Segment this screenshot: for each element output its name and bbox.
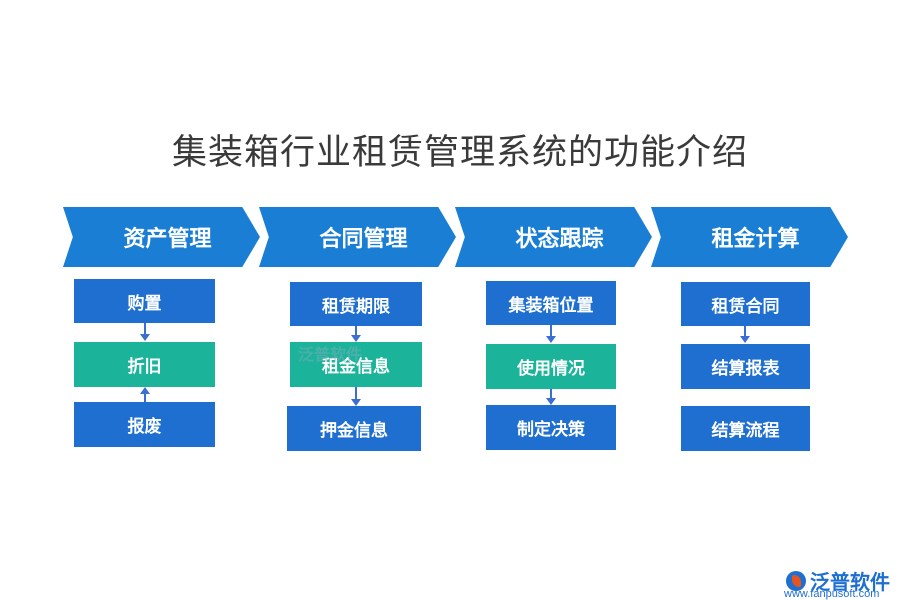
- header-asset-management: 资产管理: [63, 207, 260, 267]
- header-rent-calculation: 租金计算: [651, 207, 848, 267]
- header-label: 资产管理: [123, 227, 212, 252]
- item-purchase: 购置: [74, 279, 215, 323]
- watermark: 泛普软件: [298, 345, 363, 364]
- item-container-location: 集装箱位置: [486, 281, 616, 325]
- header-contract-management: 合同管理: [259, 207, 456, 267]
- item-settlement-report: 结算报表: [681, 344, 810, 389]
- item-lease-contract: 租赁合同: [681, 282, 810, 326]
- item-deposit-info: 押金信息: [287, 406, 421, 451]
- item-settlement-process: 结算流程: [681, 406, 810, 451]
- item-lease-term: 租赁期限: [290, 282, 422, 326]
- brand-logo: 泛普软件: [786, 566, 890, 595]
- item-rent-info: 租金信息: [290, 342, 422, 387]
- item-decision-making: 制定决策: [486, 405, 616, 450]
- fanpu-logo-icon: [786, 570, 806, 591]
- arrow-down: [351, 326, 361, 342]
- arrow-down: [351, 387, 361, 406]
- logo-url: www.fanpusoft.com: [784, 588, 880, 600]
- arrow-down: [546, 325, 556, 343]
- item-scrap: 报废: [74, 402, 215, 447]
- page-title: 集装箱行业租赁管理系统的功能介绍: [171, 133, 748, 173]
- logo-text: 泛普软件: [810, 570, 890, 594]
- header-status-tracking: 状态跟踪: [455, 207, 652, 267]
- header-label: 合同管理: [319, 227, 408, 252]
- arrow-down: [546, 389, 556, 405]
- item-depreciation: 折旧: [74, 342, 215, 387]
- item-usage: 使用情况: [486, 344, 616, 389]
- header-label: 状态跟踪: [515, 227, 604, 252]
- arrow-down: [140, 323, 150, 341]
- arrow-up: [140, 387, 150, 403]
- header-label: 租金计算: [711, 227, 800, 252]
- arrow-down: [740, 326, 750, 343]
